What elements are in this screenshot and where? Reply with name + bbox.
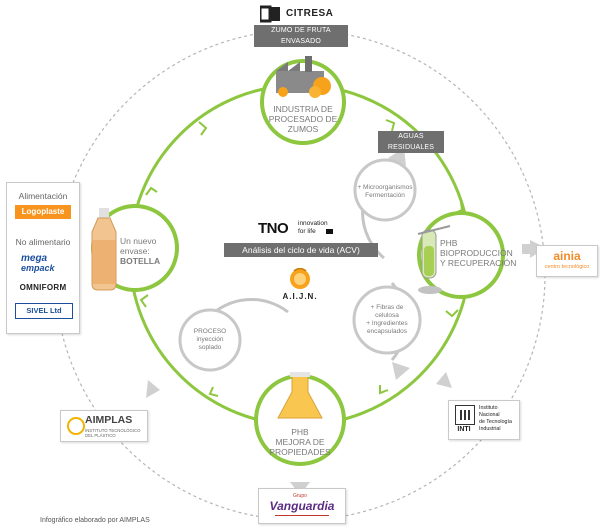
sivel-name: SIVEL Ltd [26, 306, 62, 315]
inti-line-3: de Tecnología [479, 419, 512, 425]
inti-line-1: Instituto [479, 405, 498, 411]
tno-tagline-1: innovation [298, 220, 328, 227]
node-top-label: INDUSTRIA DE PROCESADO DE ZUMOS [268, 104, 338, 134]
alimentacion-label: Alimentación [18, 191, 68, 201]
node-right-line1: BIOPRODUCCIÓN [440, 248, 513, 258]
logoplast-logo: Logoplaste [15, 205, 71, 219]
node-left-line2: envase: [120, 246, 150, 256]
small-node-left-bottom-line1: PROCESO [193, 328, 227, 335]
small-node-right-bottom-label: + Fibras de celulosa + Ingredientes enca… [356, 304, 418, 336]
aijn-label: A.I.J.N. [282, 292, 318, 301]
node-left-line3: BOTELLA [120, 256, 161, 266]
empack-text: empack [21, 263, 55, 273]
node-top-line2: PROCESADO DE [268, 114, 338, 124]
node-bottom-line1: MEJORA DE [275, 437, 325, 447]
small-node-left-bottom-line2: inyección [196, 336, 224, 343]
vanguardia-underline [275, 515, 329, 516]
inti-brand: INTI [457, 426, 471, 433]
node-right-circle [417, 211, 505, 299]
vanguardia-logo: Grupo Vanguardia [258, 488, 346, 524]
small-node-left-bottom [178, 308, 242, 372]
bottle-icon [91, 208, 117, 291]
aimplas-mark-icon [67, 417, 85, 435]
small-node-right-bottom-line4: encapsulados [366, 328, 408, 335]
inti-grid-icon [455, 405, 475, 425]
aimplas-logo: AIMPLAS INSTITUTO TECNOLÓGICO DEL PLÁSTI… [60, 410, 148, 442]
acv-label: Análisis del ciclo de vida (ACV) [224, 243, 378, 257]
citresa-mark-icon [260, 5, 280, 23]
ainia-name: ainia [553, 249, 581, 263]
node-left-line1: Un nuevo [120, 236, 157, 246]
node-top-line1: INDUSTRIA DE [273, 104, 333, 114]
no-alimentario-label: No alimentario [15, 237, 71, 247]
ainia-subtitle: centro tecnológico [544, 264, 590, 270]
inti-text: Instituto Nacional de Tecnología Industr… [479, 405, 512, 433]
small-node-right-top-line1: + Microorganismos [357, 184, 413, 191]
tno-logo: TNO innovation for life [258, 220, 348, 237]
small-node-right-bottom-line3: + Ingredientes [366, 320, 408, 327]
megaempack-logo: mega empack [17, 253, 69, 275]
tno-brand: TNO [258, 220, 289, 237]
node-left-label: Un nuevo envase: BOTELLA [120, 236, 168, 266]
citresa-logo: CITRESA [254, 3, 348, 25]
node-right-label: PHB BIOPRODUCCIÓN Y RECUPERACIÓN [440, 238, 520, 268]
flask-green-icon [417, 225, 451, 294]
aimplas-name: AIMPLAS [85, 414, 133, 426]
logoplast-name: Logoplaste [21, 207, 65, 216]
aijn-emblem-icon [282, 267, 318, 290]
tno-bar-icon [326, 229, 333, 234]
vanguardia-group: Grupo [293, 493, 307, 499]
factory-icon [276, 56, 331, 98]
node-bottom-title: PHB [291, 427, 309, 437]
node-bottom-line2: PROPIEDADES [269, 447, 331, 457]
omniform-logo: OMNIFORM [19, 283, 67, 292]
node-bottom-label: PHB MEJORA DE PROPIEDADES [262, 427, 338, 457]
small-node-right-bottom [352, 285, 422, 355]
inti-line-2: Nacional [479, 412, 500, 418]
aimplas-subtitle-1: INSTITUTO TECNOLÓGICO [85, 428, 141, 433]
tag-zumo-envasado: ZUMO DE FRUTA ENVASADO [254, 25, 348, 47]
small-node-right-top-line2: Fermentación [365, 192, 405, 199]
mega-text: mega [21, 253, 48, 264]
aimplas-subtitle-2: DEL PLÁSTICO [85, 433, 116, 438]
vanguardia-name: Vanguardia [269, 499, 335, 513]
ainia-logo: ainia centro tecnológico [536, 245, 598, 277]
node-right-title: PHB [440, 238, 458, 248]
inti-line-4: Industrial [479, 426, 501, 432]
small-node-right-bottom-line2: celulosa [375, 312, 399, 319]
inti-logo: INTI Instituto Nacional de Tecnología In… [448, 400, 520, 440]
footer-credit: Infográfico elaborado por AIMPLAS [40, 517, 150, 524]
small-node-right-bottom-line1: + Fibras de [370, 304, 404, 311]
left-partners-panel: Alimentación Logoplaste No alimentario m… [6, 182, 80, 334]
citresa-name: CITRESA [286, 8, 334, 19]
small-node-right-top-label: + Microorganismos Fermentación [356, 184, 414, 200]
sivel-logo: SIVEL Ltd [15, 303, 73, 319]
node-right-line2: Y RECUPERACIÓN [440, 258, 517, 268]
small-node-left-bottom-label: PROCESO inyección soplado [184, 328, 236, 352]
tag-aguas-residuales: AGUAS RESIDUALES [378, 131, 444, 153]
node-top-line3: ZUMOS [287, 124, 319, 134]
tno-tagline-2: for life [298, 228, 316, 235]
small-node-right-top [353, 158, 417, 222]
small-node-left-bottom-line3: soplado [198, 344, 222, 351]
flask-orange-icon [277, 372, 323, 419]
